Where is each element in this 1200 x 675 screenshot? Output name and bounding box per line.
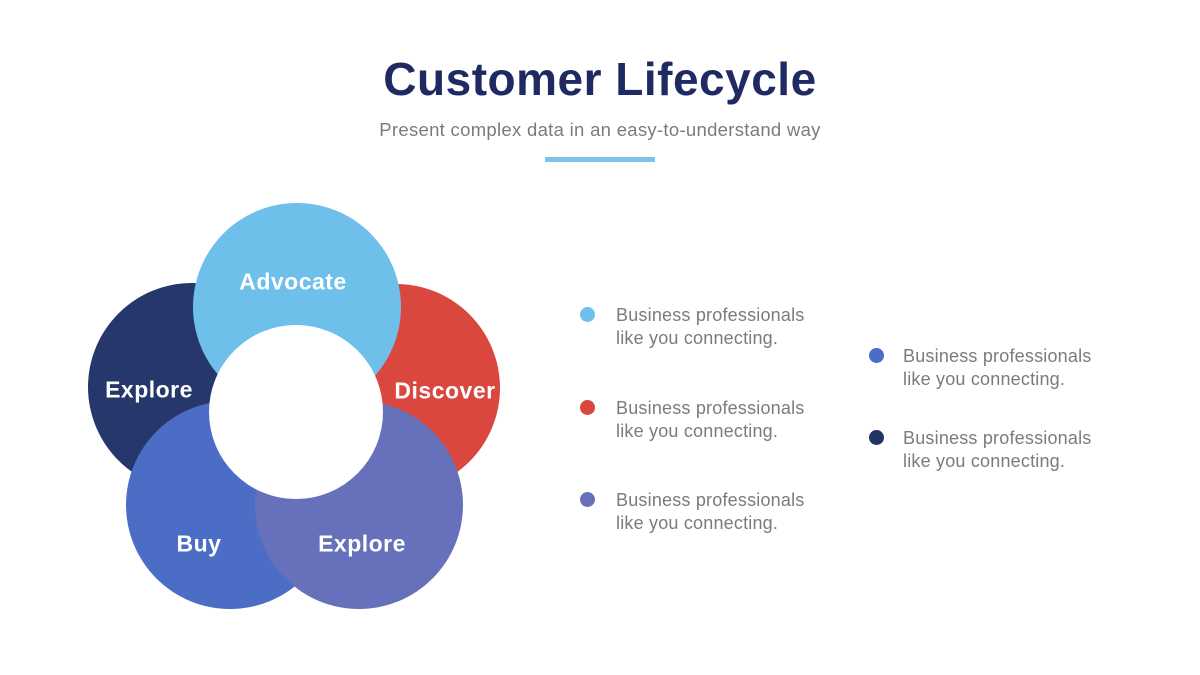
- title-underline-accent: [545, 157, 655, 162]
- legend-dot-red-icon: [580, 400, 595, 415]
- label-explore-left: Explore: [105, 376, 193, 403]
- legend-text: Business professionals like you connecti…: [903, 428, 1092, 471]
- label-buy: Buy: [176, 530, 222, 557]
- legend-text: Business professionals like you connecti…: [616, 490, 805, 533]
- legend-item: Business professionals like you connecti…: [869, 427, 1103, 473]
- label-explore-bottom-right: Explore: [318, 530, 406, 557]
- legend-dot-navy-icon: [869, 430, 884, 445]
- legend-dot-slate-icon: [580, 492, 595, 507]
- label-discover: Discover: [394, 377, 496, 404]
- legend-item: Business professionals like you connecti…: [580, 489, 816, 535]
- legend-item: Business professionals like you connecti…: [869, 345, 1103, 391]
- label-advocate: Advocate: [239, 268, 347, 295]
- legend-text: Business professionals like you connecti…: [616, 398, 805, 441]
- legend-text: Business professionals like you connecti…: [616, 305, 805, 348]
- circle-center-white: [209, 325, 383, 499]
- legend-dot-lightblue-icon: [580, 307, 595, 322]
- page-title: Customer Lifecycle: [383, 53, 817, 105]
- legend-item: Business professionals like you connecti…: [580, 397, 816, 443]
- legend-item: Business professionals like you connecti…: [580, 304, 816, 350]
- legend-dot-blue-icon: [869, 348, 884, 363]
- page-subtitle: Present complex data in an easy-to-under…: [379, 119, 821, 140]
- legend-text: Business professionals like you connecti…: [903, 346, 1092, 389]
